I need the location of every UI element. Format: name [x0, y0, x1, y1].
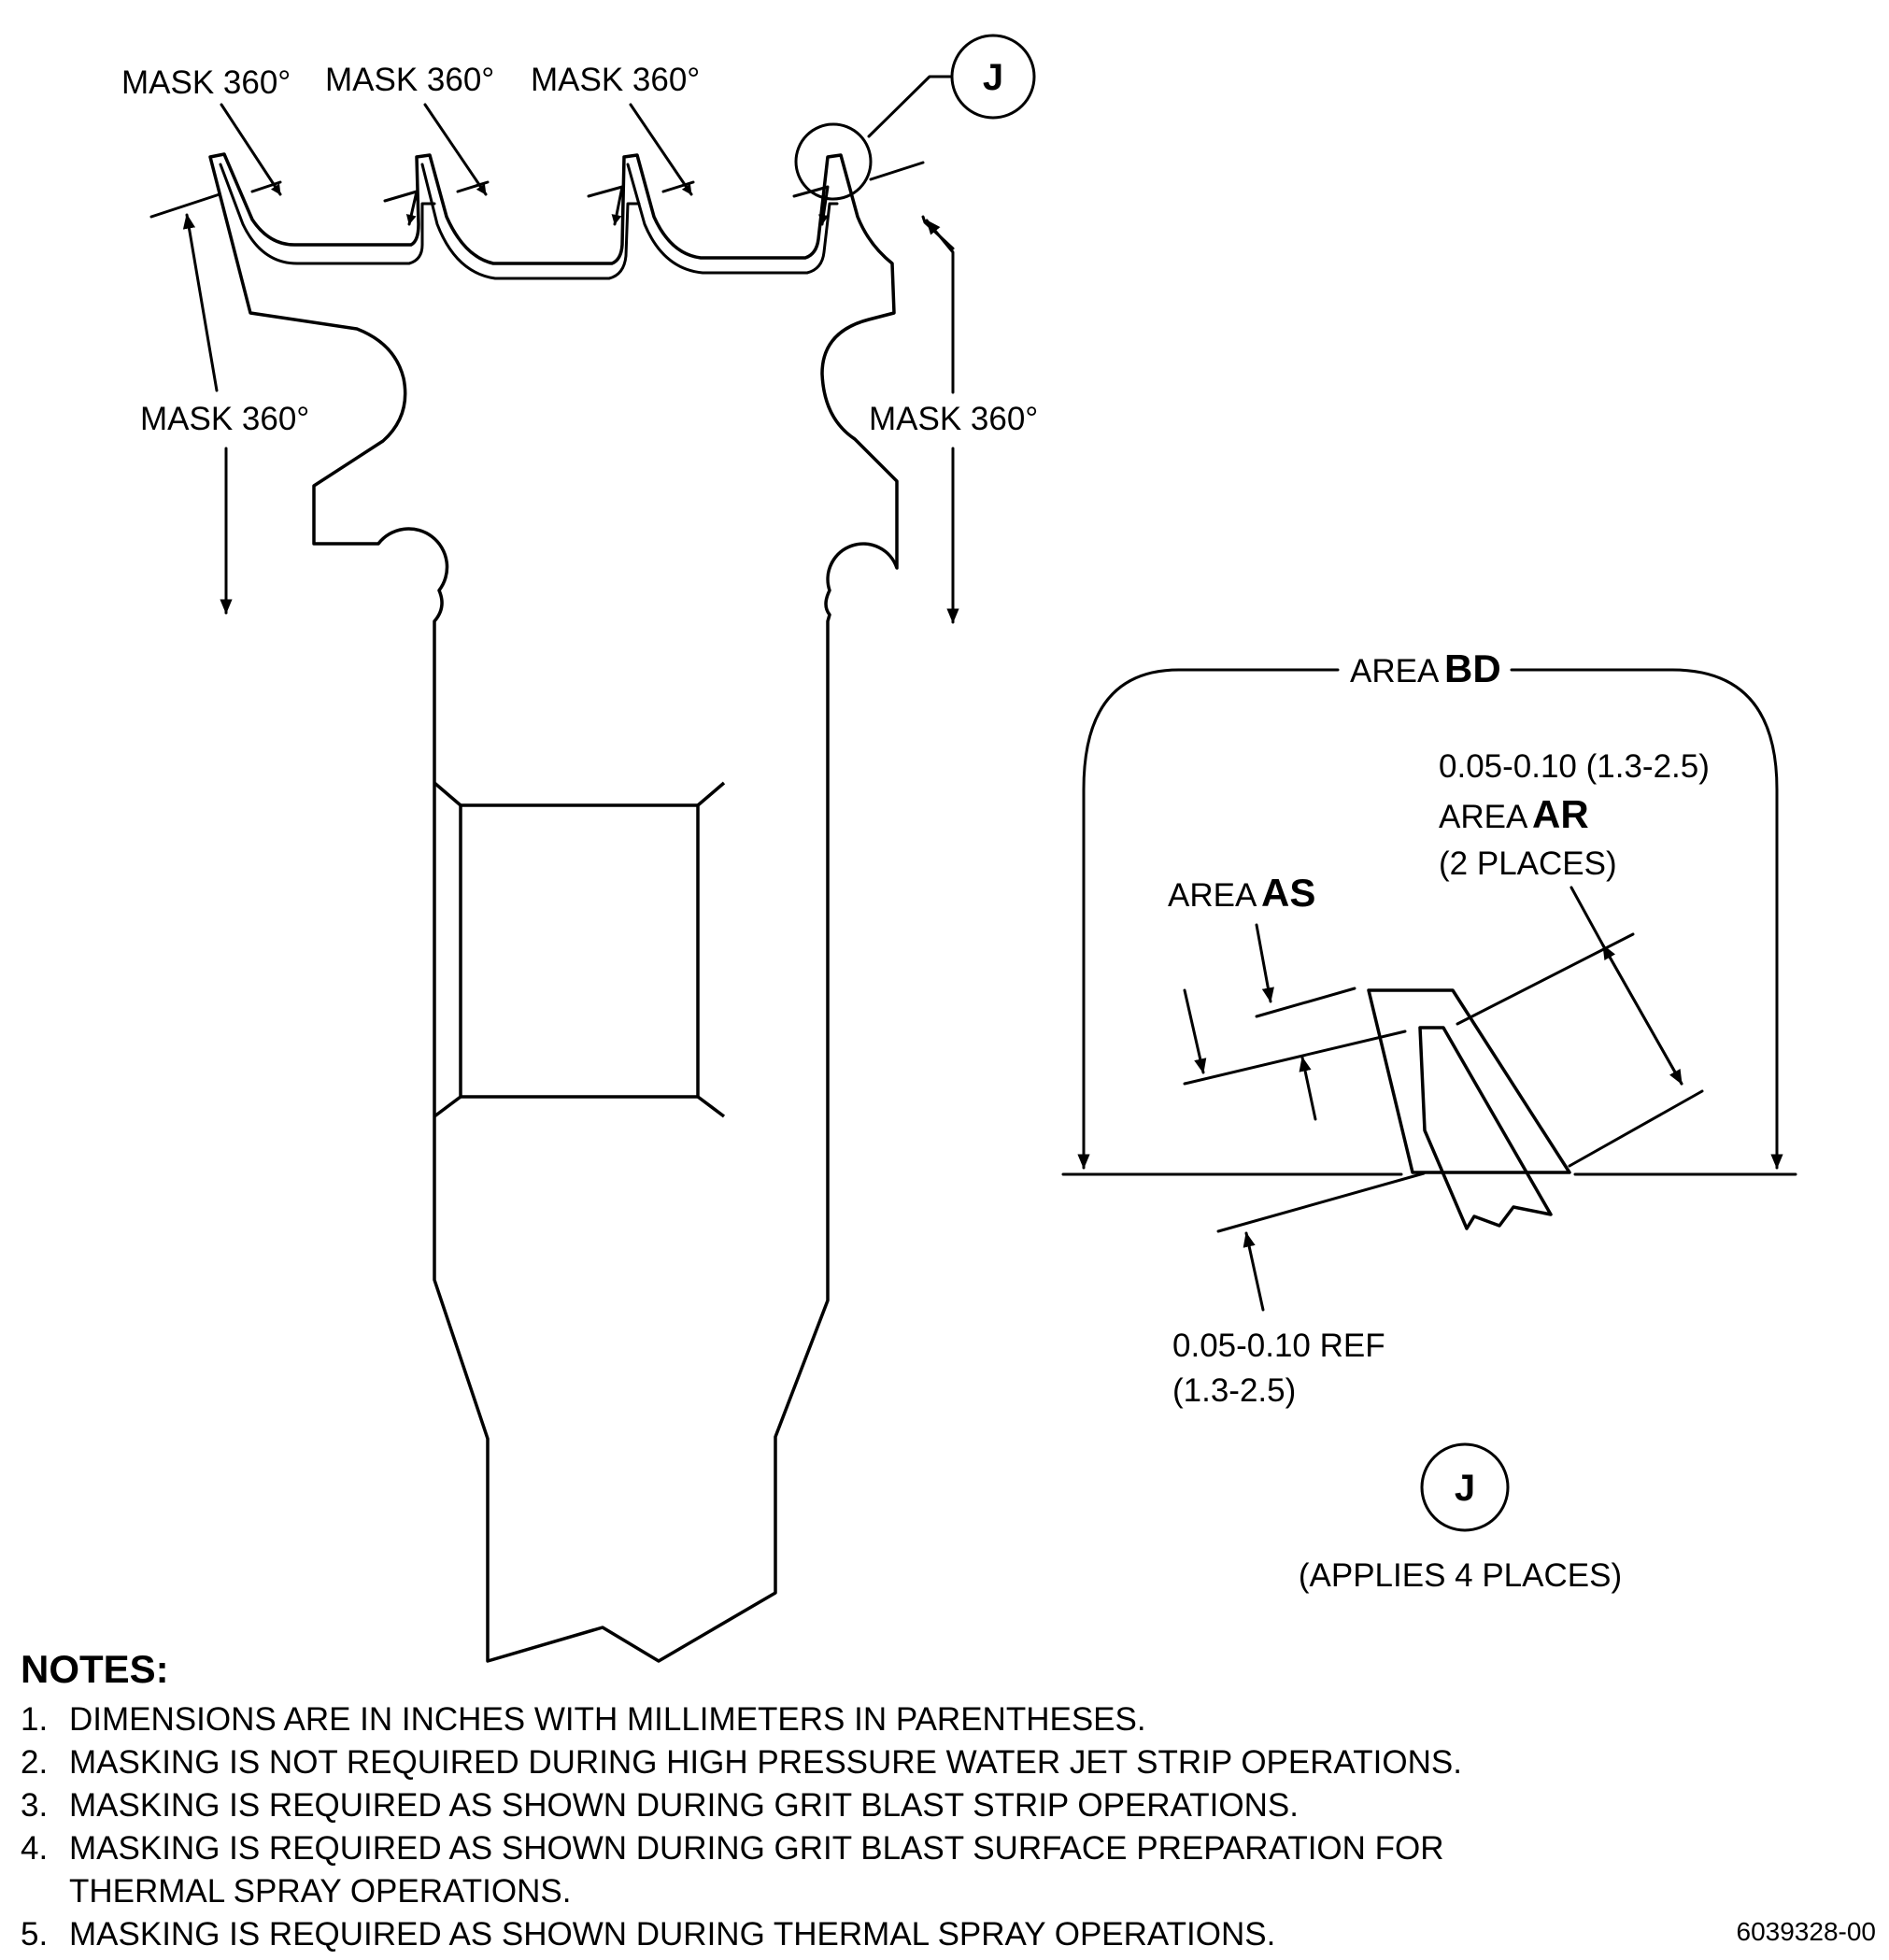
area-as-leader	[1255, 923, 1274, 1003]
note-text: MASKING IS REQUIRED AS SHOWN DURING THER…	[69, 1916, 1276, 1953]
mask-label-text: MASK 360°	[869, 401, 1038, 437]
detail-j-title-bubble	[1420, 1442, 1510, 1532]
leader-arrow-up	[182, 213, 219, 392]
notes-section: NOTES: 1. DIMENSIONS ARE IN INCHES WITH M…	[21, 1646, 1462, 1956]
area-bd-label-prefix: AREA	[1350, 653, 1440, 689]
note-item: 5. MASKING IS REQUIRED AS SHOWN DURING TH…	[21, 1913, 1462, 1956]
ref-dim-arrow	[1243, 1231, 1265, 1312]
tooth-inner	[1418, 1026, 1553, 1230]
mask-boundary-tick	[149, 192, 221, 219]
mask-label-text: MASK 360°	[325, 62, 494, 98]
note-text: DIMENSIONS ARE IN INCHES WITH MILLIMETER…	[69, 1701, 1146, 1738]
detail-j-bubble	[950, 34, 1036, 120]
detail-j-callout: J	[794, 34, 1036, 201]
note-item: 4. MASKING IS REQUIRED AS SHOWN DURING GR…	[21, 1827, 1462, 1870]
mask-label-top-1: MASK 360°	[121, 64, 419, 226]
ref-ext-line	[1216, 1172, 1426, 1233]
mask-label-right: MASK 360°	[869, 161, 1038, 624]
note-text: MASKING IS REQUIRED AS SHOWN DURING GRIT…	[69, 1787, 1299, 1824]
note-number: 1.	[21, 1701, 49, 1738]
note-number: 2.	[21, 1744, 49, 1781]
mask-label-top-2: MASK 360°	[325, 62, 624, 226]
leader-line	[629, 103, 693, 196]
leader-arrow	[587, 185, 624, 226]
detail-j-leader	[867, 75, 953, 138]
leader-line	[423, 103, 488, 196]
mask-label-top-3: MASK 360°	[531, 62, 830, 226]
detail-j-area-circle	[794, 122, 873, 201]
document-number: 6039328-00	[1736, 1917, 1876, 1946]
area-ar-label-code: AR	[1532, 792, 1589, 836]
leader-arrow	[792, 185, 830, 226]
area-ar-label-prefix: AREA	[1439, 799, 1528, 835]
mask-label-text: MASK 360°	[121, 64, 291, 101]
note-item: 3. MASKING IS REQUIRED AS SHOWN DURING GR…	[21, 1784, 1462, 1827]
note-item: THERMAL SPRAY OPERATIONS.	[21, 1870, 1462, 1913]
note-number: 4.	[21, 1830, 49, 1867]
note-text: MASKING IS REQUIRED AS SHOWN DURING GRIT…	[69, 1830, 1444, 1867]
detail-j-caption: (APPLIES 4 PLACES)	[1299, 1557, 1622, 1594]
ref-dimension-line1: 0.05-0.10 REF	[1172, 1328, 1385, 1364]
area-as-label-prefix: AREA	[1168, 877, 1257, 914]
area-as-label-code: AS	[1261, 871, 1315, 915]
ref-dimension-line2: (1.3-2.5)	[1172, 1372, 1296, 1409]
mask-label-left: MASK 360°	[140, 192, 309, 615]
area-as-dim-arrow-top	[1183, 988, 1207, 1074]
note-item: 1. DIMENSIONS ARE IN INCHES WITH MILLIMET…	[21, 1698, 1462, 1741]
mask-boundary-tick	[661, 180, 695, 193]
mask-boundary-tick	[250, 180, 282, 193]
area-as-ext-line	[1255, 987, 1356, 1018]
notes-list: 1. DIMENSIONS ARE IN INCHES WITH MILLIMET…	[21, 1698, 1462, 1956]
area-bd-bracket-left	[1077, 668, 1340, 1170]
area-ar-places: (2 PLACES)	[1439, 845, 1617, 882]
area-ar-dimension: 0.05-0.10 (1.3-2.5)	[1439, 748, 1710, 785]
note-text: THERMAL SPRAY OPERATIONS.	[69, 1873, 572, 1910]
note-number	[21, 1870, 69, 1913]
mask-label-text: MASK 360°	[531, 62, 700, 98]
leader-arrow-up	[925, 219, 955, 394]
leader-line	[220, 103, 282, 196]
mask-boundary-tick	[456, 180, 490, 193]
tooth-outer	[1367, 988, 1571, 1174]
detail-j-title-letter: J	[1455, 1468, 1475, 1509]
area-bd-label-code: BD	[1444, 646, 1501, 690]
area-ar-leader	[1569, 886, 1605, 947]
area-as-ext-line-lower	[1183, 1030, 1407, 1086]
area-ar-dim-arrow-back	[1601, 944, 1683, 1086]
notes-title: NOTES:	[21, 1647, 169, 1691]
mask-boundary-tick	[869, 161, 925, 181]
area-bd-bracket-right	[1510, 668, 1783, 1170]
leader-arrow	[383, 190, 419, 226]
detail-j-view: AREA BD 0.05-0.10 (1.3-2.5) AREA AR (2 P…	[1061, 646, 1797, 1594]
note-text: MASKING IS NOT REQUIRED DURING HIGH PRES…	[69, 1744, 1462, 1781]
detail-j-letter: J	[983, 57, 1003, 98]
area-ar-ext-line-bottom	[1568, 1089, 1704, 1168]
area-as-dim-arrow-bottom	[1299, 1056, 1317, 1121]
note-number: 5.	[21, 1916, 49, 1953]
mask-label-text: MASK 360°	[140, 401, 309, 437]
note-number: 3.	[21, 1787, 49, 1824]
note-item: 2. MASKING IS NOT REQUIRED DURING HIGH PR…	[21, 1741, 1462, 1784]
